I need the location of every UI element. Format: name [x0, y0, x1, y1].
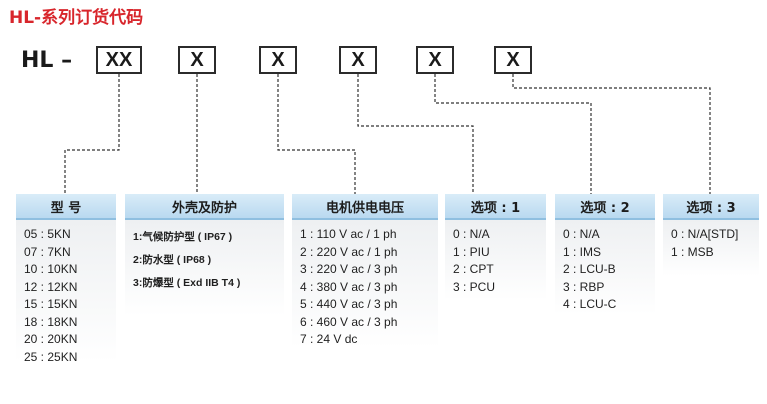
list-item: 5 : 440 V ac / 3 ph [300, 297, 398, 311]
list-item: 1 : 110 V ac / 1 ph [300, 227, 397, 241]
column-voltage: 电机供电电压 1 : 110 V ac / 1 ph 2 : 220 V ac … [292, 194, 438, 380]
list-item: 20 : 20KN [24, 332, 78, 346]
list-item: 2 : LCU-B [563, 262, 616, 276]
list-item: 3 : 220 V ac / 3 ph [300, 262, 398, 276]
list-item: 0 : N/A [563, 227, 600, 241]
list-item: 05 : 5KN [24, 227, 71, 241]
list-item: 1 : PIU [453, 244, 490, 259]
list-item: 7 : 24 V dc [300, 332, 358, 346]
code-box-option3: X [494, 46, 532, 74]
code-box-voltage: X [259, 46, 297, 74]
page-title: HL-系列订货代码 [9, 8, 144, 28]
list-item: 2 : 220 V ac / 1 ph [300, 244, 398, 259]
column-header: 选项 : 1 [445, 194, 546, 220]
list-item: 07 : 7KN [24, 244, 71, 259]
list-item: 0 : N/A[STD] [671, 227, 739, 241]
list-item: 2:防水型 ( IP68 ) [133, 254, 212, 266]
connector-voltage [277, 74, 356, 194]
code-box-option2: X [416, 46, 454, 74]
column-model: 型 号 05 : 5KN 07 : 7KN 10 : 10KN 12 : 12K… [16, 194, 116, 398]
list-item: 4 : 380 V ac / 3 ph [300, 279, 398, 294]
list-item: 2 : CPT [453, 262, 494, 276]
list-item: 3 : RBP [563, 279, 605, 294]
connector-model [64, 74, 120, 194]
list-item: 1 : IMS [563, 244, 602, 259]
code-box-enclosure: X [178, 46, 216, 74]
list-item: 0 : N/A [453, 227, 490, 241]
code-box-model: XX [96, 46, 142, 74]
code-prefix: HL – [21, 48, 73, 73]
list-item: 18 : 18KN [24, 314, 78, 329]
column-header: 选项 : 3 [663, 194, 759, 220]
column-option2: 选项 : 2 0 : N/A 1 : IMS 2 : LCU-B 3 : RBP… [555, 194, 655, 338]
column-header: 电机供电电压 [292, 194, 438, 220]
list-item: 3 : PCU [453, 279, 496, 294]
column-option3: 选项 : 3 0 : N/A[STD] 1 : MSB [663, 194, 759, 290]
list-item: 3:防爆型 ( Exd IIB T4 ) [133, 277, 241, 289]
column-option1: 选项 : 1 0 : N/A 1 : PIU 2 : CPT 3 : PCU [445, 194, 546, 320]
column-header: 外壳及防护 [125, 194, 284, 220]
list-item: 6 : 460 V ac / 3 ph [300, 314, 398, 329]
column-header: 选项 : 2 [555, 194, 655, 220]
connector-option2 [434, 74, 592, 194]
connector-option1 [357, 74, 474, 194]
list-item: 15 : 15KN [24, 297, 78, 311]
code-box-option1: X [339, 46, 377, 74]
list-item: 4 : LCU-C [563, 297, 617, 311]
column-enclosure: 外壳及防护 1:气候防护型 ( IP67 ) 2:防水型 ( IP68 ) 3:… [125, 194, 284, 340]
list-item: 10 : 10KN [24, 262, 78, 276]
column-header: 型 号 [16, 194, 116, 220]
list-item: 25 : 25KN [24, 349, 78, 364]
list-item: 1:气候防护型 ( IP67 ) [133, 231, 233, 243]
list-item: 12 : 12KN [24, 279, 78, 294]
list-item: 1 : MSB [671, 244, 714, 259]
connector-option3 [512, 74, 711, 194]
